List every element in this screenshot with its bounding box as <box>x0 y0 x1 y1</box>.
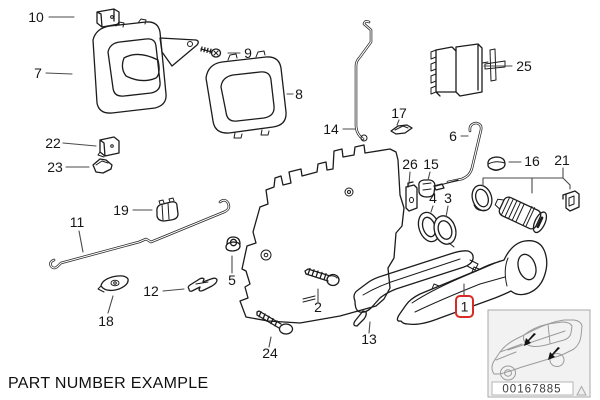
callout-9: 9 <box>244 45 252 61</box>
part-6-rod-drawing <box>448 123 481 182</box>
part-11-rod-drawing <box>50 200 228 268</box>
lock-end-clip-drawing <box>563 191 579 211</box>
inset-triangle-icon <box>577 387 586 396</box>
part-23-clip-drawing <box>93 159 112 173</box>
part-8-trim-frame-drawing <box>206 51 286 138</box>
part-18-clip-drawing <box>98 276 128 292</box>
callout-22: 22 <box>45 135 61 151</box>
part-12-clip-drawing <box>188 278 217 291</box>
callout-16: 16 <box>524 153 540 169</box>
leader-lines <box>46 17 570 347</box>
part-7-inner-handle-drawing <box>93 19 198 113</box>
part-1-outer-handle-drawing <box>397 241 546 325</box>
door-arrow-icons <box>524 333 560 360</box>
part-9-screw-drawing <box>201 47 221 57</box>
highlighted-callout-1: 1 <box>456 296 473 317</box>
callout-21: 21 <box>554 152 570 168</box>
callout-2: 2 <box>314 299 322 315</box>
part-16-cap-drawing <box>488 157 505 171</box>
inset-thumbnail: 00167885 <box>488 310 590 397</box>
callout-14: 14 <box>323 121 339 137</box>
page-title: PART NUMBER EXAMPLE <box>8 375 208 392</box>
callout-24: 24 <box>262 345 278 361</box>
callout-10: 10 <box>28 9 44 25</box>
part-10-clip-drawing <box>97 9 119 27</box>
part-26-bracket-drawing <box>406 182 417 211</box>
callout-1: 1 <box>461 299 469 315</box>
callout-15: 15 <box>423 156 439 172</box>
front-door-arrow-icon <box>524 333 536 346</box>
callout-11: 11 <box>70 214 85 230</box>
part-19-clip-drawing <box>157 198 178 221</box>
part-22-clip-drawing <box>98 137 119 157</box>
callout-3: 3 <box>444 190 452 206</box>
part-15-switch-drawing <box>419 180 458 197</box>
callout-19: 19 <box>113 202 129 218</box>
part-number-strip <box>492 382 573 395</box>
callout-17: 17 <box>391 105 407 121</box>
part-24-bolt-drawing <box>257 311 293 334</box>
callout-25: 25 <box>516 58 532 74</box>
part-13-carrier-drawing <box>354 251 478 326</box>
part-3-ring-drawing <box>431 213 460 247</box>
lock-cylinder-drawing <box>492 192 549 234</box>
callout-8: 8 <box>295 86 303 102</box>
callout-4: 4 <box>429 190 437 206</box>
part-25-lock-actuator-drawing <box>431 44 505 96</box>
part-5-grommet-drawing <box>226 237 240 251</box>
callout-18: 18 <box>98 313 114 329</box>
callout-13: 13 <box>361 331 377 347</box>
inset-part-number: 00167885 <box>502 384 561 396</box>
callout-26: 26 <box>402 156 418 172</box>
callout-5: 5 <box>228 272 236 288</box>
callout-6: 6 <box>449 128 457 144</box>
callout-23: 23 <box>47 159 63 175</box>
part-14-rod-drawing <box>356 21 371 141</box>
callout-12: 12 <box>143 283 159 299</box>
callout-labels: 10 7 9 8 25 22 23 14 17 6 16 21 26 15 4 … <box>28 9 570 361</box>
lock-collar-ring-drawing <box>469 183 495 214</box>
callout-7: 7 <box>34 65 42 81</box>
part-2-bolt-drawing <box>305 269 339 286</box>
rear-door-arrow-icon <box>548 347 560 360</box>
part-17-clip-drawing <box>391 125 412 134</box>
door-panel-drawing <box>240 145 404 323</box>
highlight-box <box>456 296 473 317</box>
